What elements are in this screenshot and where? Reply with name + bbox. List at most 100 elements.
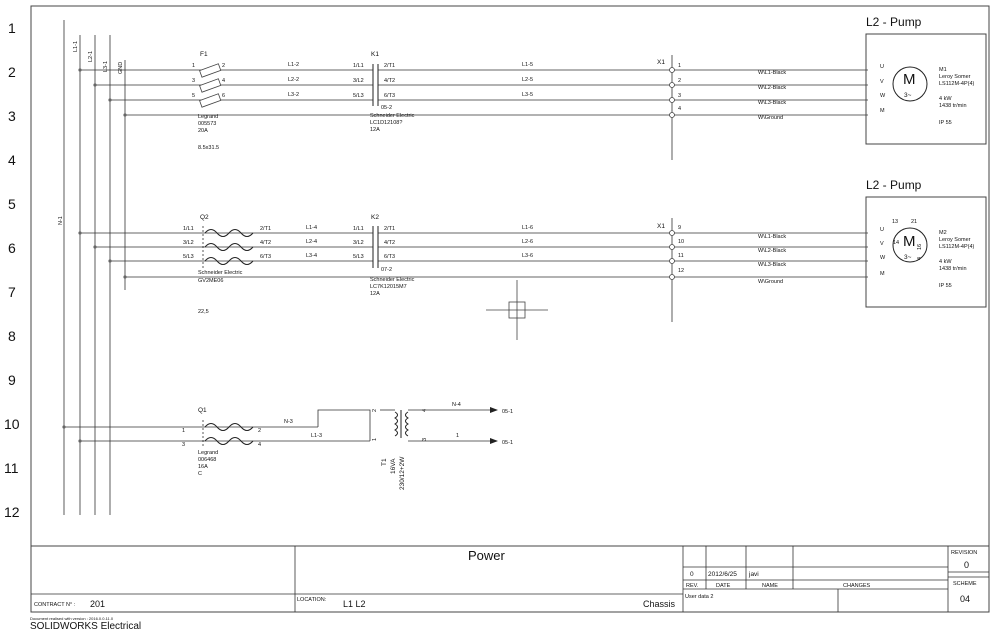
q1-tag: Q1 [198, 407, 207, 414]
date-header: DATE [716, 583, 731, 589]
svg-text:13: 13 [892, 219, 898, 225]
svg-text:M1: M1 [939, 67, 947, 73]
svg-text:006468: 006468 [198, 457, 216, 463]
svg-text:3~: 3~ [904, 92, 912, 99]
svg-text:2: 2 [678, 78, 681, 84]
svg-text:11: 11 [678, 253, 684, 259]
svg-text:C: C [198, 471, 202, 477]
row-number: 8 [8, 328, 16, 344]
svg-text:Leroy Somer: Leroy Somer [939, 237, 971, 243]
row-number: 5 [8, 196, 16, 212]
svg-text:12A: 12A [370, 127, 380, 133]
svg-text:20A: 20A [198, 128, 208, 134]
svg-text:2: 2 [222, 63, 225, 69]
svg-text:4: 4 [222, 78, 225, 84]
location-label: LOCATION: [297, 597, 327, 603]
svg-text:4: 4 [917, 257, 923, 260]
svg-text:2/T1: 2/T1 [384, 63, 395, 69]
svg-text:1438 tr/min: 1438 tr/min [939, 266, 967, 272]
title-block: Power CONTRACT N° : 201 LOCATION: L1 L2 … [30, 545, 990, 613]
bus-label: GND [118, 62, 124, 74]
svg-text:4 kW: 4 kW [939, 259, 952, 265]
cross-reference[interactable]: 05-1 [502, 409, 513, 415]
svg-text:LS112M-4P(4): LS112M-4P(4) [939, 81, 975, 87]
svg-text:Legrand: Legrand [198, 114, 218, 120]
footer-note: Document realised with version : 2016.0.… [30, 616, 114, 621]
svg-text:1/L1: 1/L1 [353, 63, 364, 69]
row-number: 12 [4, 504, 20, 520]
svg-text:1: 1 [678, 63, 681, 69]
wire-label: L2-6 [522, 239, 533, 245]
name-header: NAME [762, 583, 778, 589]
x1-tag: X1 [657, 223, 665, 230]
wire-label: L2-5 [522, 77, 533, 83]
svg-text:T1: T1 [381, 458, 388, 466]
svg-text:6: 6 [222, 93, 225, 99]
svg-text:Leroy Somer: Leroy Somer [939, 74, 971, 80]
svg-text:07-2: 07-2 [381, 267, 392, 273]
cross-reference[interactable]: 05-1 [502, 440, 513, 446]
svg-text:4/T2: 4/T2 [384, 240, 395, 246]
row-number: 4 [8, 152, 16, 168]
rev-date: 2012/6/25 [708, 571, 737, 578]
cable-label: W\Ground [758, 115, 783, 121]
footer-brand: SOLIDWORKS Electrical [30, 621, 141, 630]
svg-text:LS112M-4P(4): LS112M-4P(4) [939, 244, 975, 250]
breaker-symbol [202, 420, 254, 448]
cable-label: W\L3-Black [758, 262, 786, 268]
contract-value: 201 [90, 599, 105, 609]
crosshair-cursor-icon [486, 280, 548, 340]
svg-text:1/L1: 1/L1 [183, 226, 194, 232]
bus-label: L2-1 [88, 51, 94, 62]
terminal-points [669, 67, 675, 118]
circuit-middle: Q2 1/L1 3/L2 5/L3 2/T1 4/T2 6/T3 Schneid… [78, 178, 987, 322]
svg-text:M: M [880, 271, 885, 277]
svg-text:M: M [903, 233, 916, 250]
wire-label: L3-6 [522, 253, 533, 259]
svg-text:12A: 12A [370, 291, 380, 297]
row-numbers: 1 2 3 4 5 6 7 8 9 10 11 12 [4, 20, 20, 520]
svg-text:1438 tr/min: 1438 tr/min [939, 103, 967, 109]
svg-text:Schneider Electric: Schneider Electric [370, 277, 415, 283]
svg-text:10: 10 [678, 239, 684, 245]
cable-label: W\L2-Black [758, 85, 786, 91]
row-number: 11 [4, 460, 19, 476]
rev-name: javi [748, 571, 759, 578]
svg-text:3/L2: 3/L2 [183, 240, 194, 246]
svg-text:8.5x31.5: 8.5x31.5 [198, 145, 219, 151]
wire-label: N-3 [284, 419, 293, 425]
svg-text:1: 1 [456, 433, 459, 439]
svg-text:2: 2 [258, 428, 261, 434]
svg-text:230/12+2W: 230/12+2W [399, 456, 406, 490]
pump-title: L2 - Pump [866, 178, 922, 192]
svg-text:16A: 16A [198, 464, 208, 470]
breaker-symbol [202, 226, 254, 268]
row-number: 1 [8, 20, 16, 36]
circuit-bottom: Q1 1 2 3 4 Legrand 006468 16A C N-3 L1-3… [62, 402, 513, 490]
svg-text:6/T3: 6/T3 [260, 254, 271, 260]
circuit-top: F1 1 2 3 4 5 6 Legrand 005573 20A 8.5x31… [78, 15, 987, 160]
svg-text:LC1D12108?: LC1D12108? [370, 120, 402, 126]
wire-label: L3-4 [306, 253, 317, 259]
svg-text:GV2ME06: GV2ME06 [198, 278, 223, 284]
page-title: Power [468, 548, 506, 563]
rev-header: REV. [686, 583, 699, 589]
svg-text:4: 4 [258, 442, 261, 448]
wire-label: L1-3 [311, 433, 322, 439]
svg-text:Legrand: Legrand [198, 450, 218, 456]
cable-label: W\L1-Black [758, 70, 786, 76]
svg-text:V: V [880, 79, 884, 85]
svg-text:V: V [880, 241, 884, 247]
svg-text:IP 55: IP 55 [939, 283, 952, 289]
svg-text:22,5: 22,5 [198, 309, 209, 315]
row-number: 7 [8, 284, 16, 300]
svg-text:M: M [903, 71, 916, 88]
svg-text:4/T2: 4/T2 [384, 78, 395, 84]
wire-label: L2-4 [306, 239, 317, 245]
wire-label: L1-5 [522, 62, 533, 68]
svg-text:LC7K12015M7: LC7K12015M7 [370, 284, 407, 290]
row-number: 3 [8, 108, 16, 124]
svg-text:6/T3: 6/T3 [384, 254, 395, 260]
bus-label: L1-1 [73, 41, 79, 52]
